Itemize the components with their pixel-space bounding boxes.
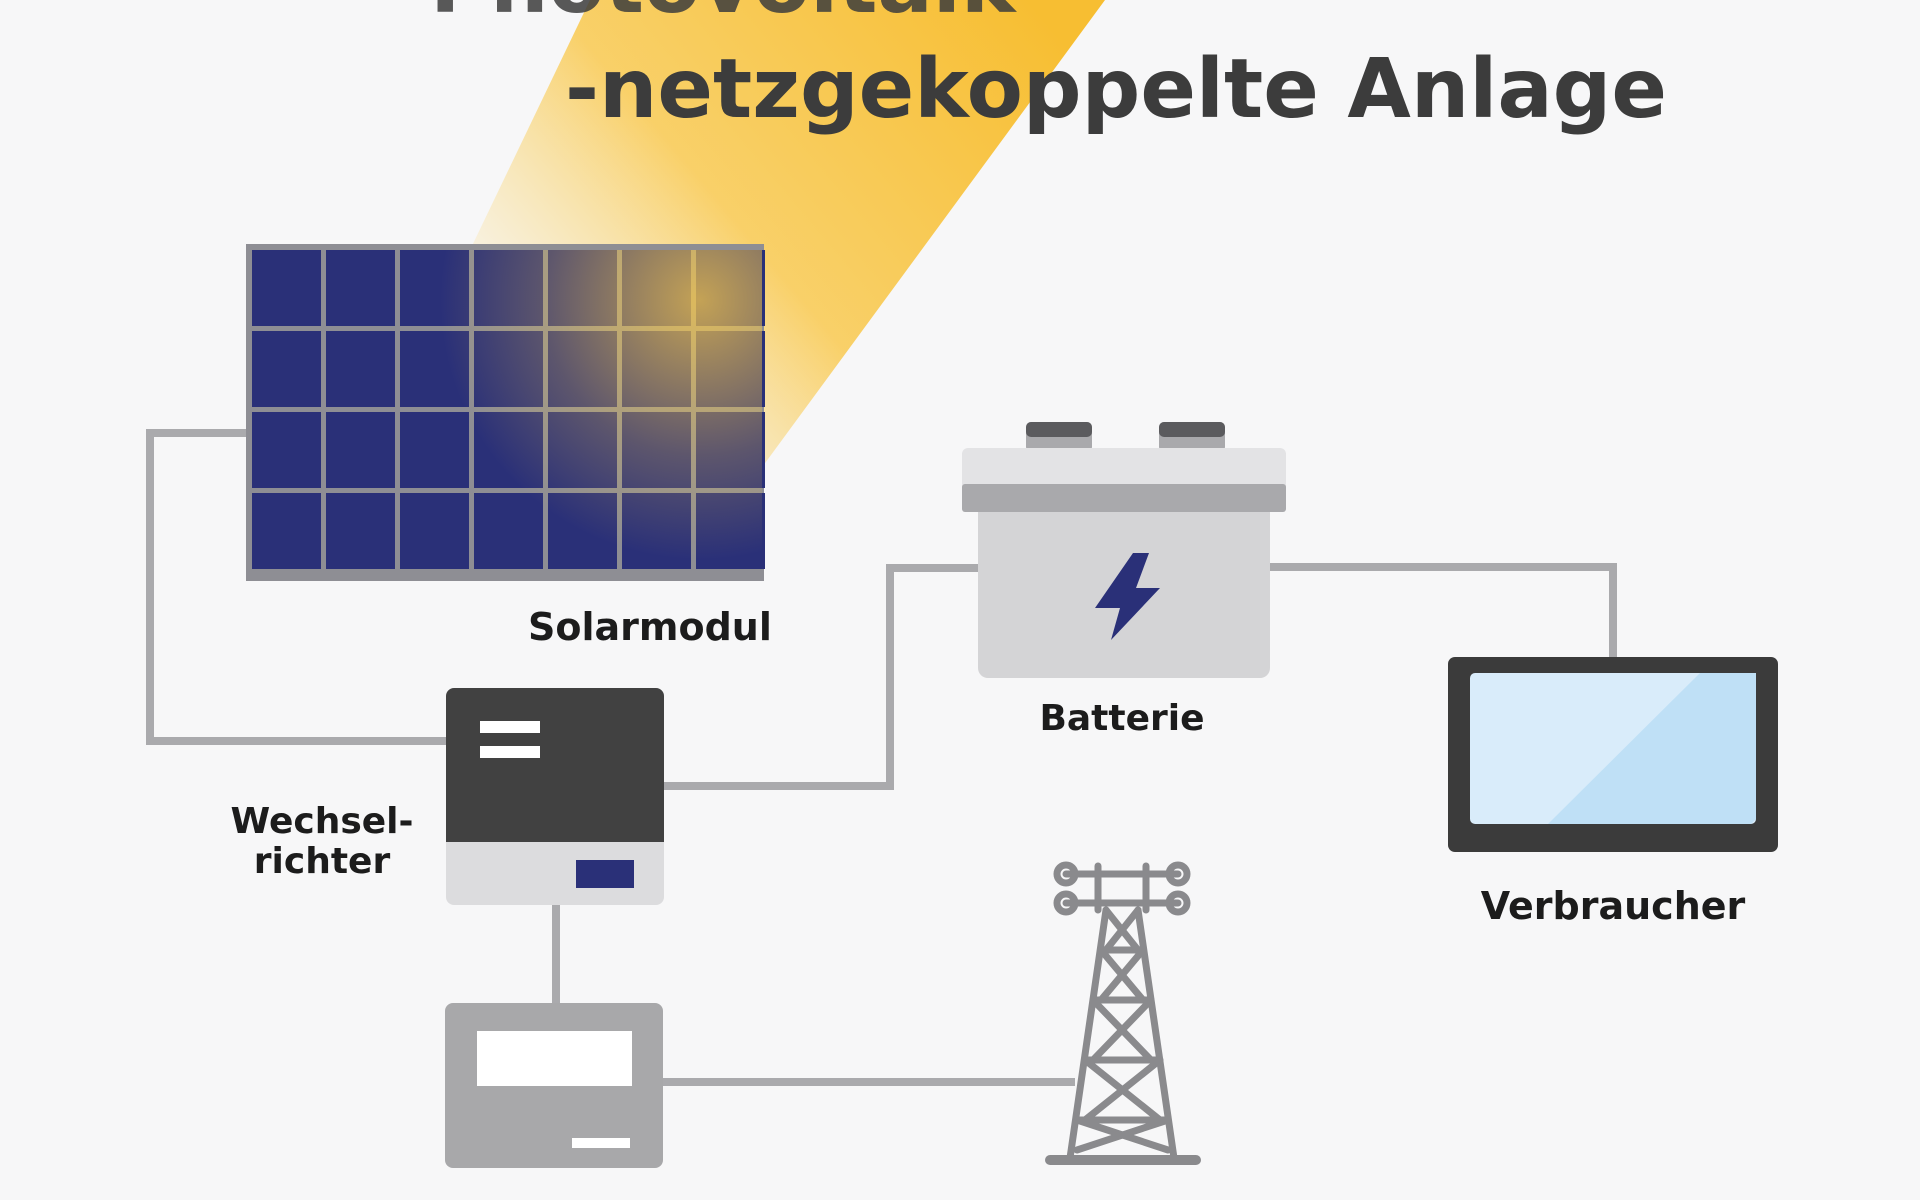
panel-glow [252,250,762,575]
tower-insulator-4 [1165,890,1191,916]
inverter-icon [446,688,664,905]
solar-panel-icon [246,244,765,581]
battery-terminal-left-top [1026,422,1092,437]
transmission-tower-icon [1045,861,1201,1165]
wires [146,429,1617,1086]
title: Photovoltaik -netzgekoppelte Anlage [430,0,1667,137]
tower-lattice-2 [1073,906,1172,1154]
monitor-screen-highlight [1548,673,1756,824]
monitor-icon [1448,657,1778,852]
battery-terminal-right-top [1159,422,1225,437]
battery-band [962,484,1286,512]
label-solarmodul: Solarmodul [528,605,772,649]
label-batterie: Batterie [1039,698,1204,739]
tower-insulator-3 [1053,890,1079,916]
wire-panel-inverter [146,429,448,745]
label-wechselrichter-1: Wechsel- [231,801,414,842]
title-line-1: Photovoltaik [430,0,1018,32]
tower-insulator-2 [1165,861,1191,887]
label-wechselrichter-2: richter [254,841,391,882]
inverter-indicator-2 [480,746,540,758]
inverter-top [446,688,664,842]
meter-display [477,1031,632,1086]
label-verbraucher: Verbraucher [1481,884,1746,928]
wire-inverter-battery [662,564,980,790]
title-line-2: -netzgekoppelte Anlage [565,42,1667,137]
meter-slot [572,1138,630,1148]
lightning-bolt-icon [1095,553,1160,640]
inverter-display [576,860,634,888]
tower-insulator-1 [1053,861,1079,887]
power-meter-icon [445,1003,663,1168]
battery-icon [962,422,1286,678]
inverter-indicator-1 [480,721,540,733]
wire-battery-consumer [1270,563,1617,660]
